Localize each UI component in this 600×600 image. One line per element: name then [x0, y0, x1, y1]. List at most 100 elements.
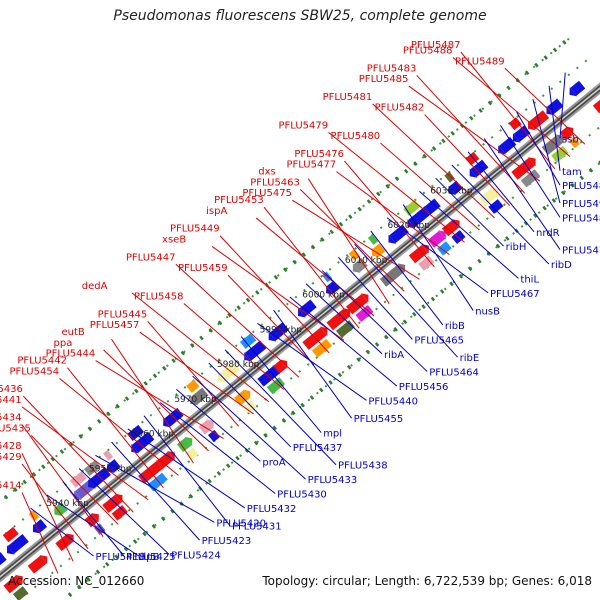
forward-gene-label[interactable]: PFLU5477	[286, 160, 336, 171]
forward-gene-label[interactable]: PFLU5453	[214, 195, 264, 206]
leader-line	[532, 98, 561, 204]
forward-gene-label[interactable]: PFLU5414	[0, 480, 22, 491]
reverse-gene-label[interactable]: ribD	[551, 260, 572, 271]
leader-line	[299, 189, 405, 292]
forward-gene-label[interactable]: PFLU5428	[0, 441, 22, 452]
accession-text: Accession: NC_012660	[8, 574, 145, 588]
leader-line	[183, 303, 285, 390]
reverse-gene-label[interactable]: ssb	[562, 135, 579, 146]
reverse-gene-label[interactable]: PFLU5430	[277, 490, 327, 501]
forward-gene-label[interactable]: PFLU5447	[126, 252, 176, 263]
forward-gene-label[interactable]: PFLU5442	[17, 356, 67, 367]
reverse-gene-label[interactable]: PFLU5456	[399, 382, 449, 393]
forward-gene-label[interactable]: PFLU5480	[331, 131, 381, 142]
reverse-gene-label[interactable]: ribE	[460, 353, 480, 364]
forward-gene-label[interactable]: PFLU5488	[403, 46, 453, 57]
forward-gene-label[interactable]: PFLU5485	[359, 74, 409, 85]
reverse-gene-label[interactable]: PFLU5484	[562, 213, 600, 224]
leader-line	[354, 243, 458, 358]
leader-line	[21, 463, 89, 550]
forward-gene-label[interactable]: PFLU5429	[0, 452, 22, 463]
reverse-gene-label[interactable]: PFLU5432	[247, 504, 297, 515]
forward-strand-labels: PFLU5489PFLU5488PFLU5487PFLU5485PFLU5483…	[0, 40, 505, 491]
reverse-gene-label[interactable]: PFLU5425	[126, 552, 176, 563]
forward-gene-label[interactable]: PFLU5436	[0, 384, 23, 395]
forward-gene-label[interactable]: PFLU5445	[98, 309, 148, 320]
leader-line	[386, 217, 489, 294]
forward-gene-label[interactable]: xseB	[162, 234, 186, 245]
leader-line	[59, 377, 179, 476]
reverse-gene-label[interactable]: thiL	[520, 274, 539, 285]
leader-line	[131, 292, 270, 403]
reverse-gene-label[interactable]: lipB	[141, 552, 160, 563]
forward-gene-label[interactable]: PFLU5457	[90, 320, 140, 331]
gene-features	[0, 80, 600, 600]
leader-line	[21, 424, 104, 537]
leader-line	[21, 406, 149, 501]
forward-gene-label[interactable]: PFLU5441	[0, 395, 22, 406]
leader-line	[408, 85, 541, 182]
reverse-gene-label[interactable]: PFLU5420	[216, 518, 266, 529]
forward-gene-label[interactable]: PFLU5444	[46, 349, 96, 360]
reverse-gene-label[interactable]: PFLU5418	[96, 552, 146, 563]
kbp-tick-label: 5970 kbp	[174, 395, 217, 405]
reverse-gene-label[interactable]: tam	[562, 167, 582, 178]
leader-line	[159, 402, 276, 494]
reverse-gene-label[interactable]: PFLU5424	[171, 551, 221, 562]
kbp-tick-label: 6010 kbp	[345, 256, 388, 266]
reverse-gene-label[interactable]: PFLU5440	[368, 396, 418, 407]
reverse-gene-label[interactable]: PFLU5423	[202, 536, 252, 547]
reverse-gene-label[interactable]: nusB	[475, 307, 500, 318]
reverse-gene-label[interactable]: ribH	[506, 242, 527, 253]
reverse-gene-label[interactable]: PFLU5455	[354, 414, 404, 425]
forward-gene-label[interactable]: eutB	[61, 327, 84, 338]
reverse-gene-label[interactable]: nrdR	[536, 228, 560, 239]
forward-gene-label[interactable]: PFLU5483	[367, 63, 417, 74]
reverse-gene-label[interactable]: ribB	[445, 321, 465, 332]
forward-gene-label[interactable]: PFLU5449	[170, 224, 220, 235]
reverse-gene-label[interactable]: PFLU5465	[414, 335, 464, 346]
forward-gene-label[interactable]: PFLU5434	[0, 413, 22, 424]
leader-line	[402, 204, 474, 311]
leader-line	[338, 257, 413, 340]
reverse-gene-label[interactable]: PFLU5486	[562, 181, 600, 192]
kbp-tick-label: 6000 kbp	[302, 291, 345, 301]
leader-line	[62, 481, 125, 557]
leader-line	[548, 85, 561, 171]
leader-line	[344, 160, 435, 268]
reverse-gene-label[interactable]: PFLU5478	[562, 246, 600, 257]
forward-gene-label[interactable]: PFLU5479	[279, 120, 329, 131]
forward-gene-label[interactable]: ispA	[206, 206, 227, 217]
leader-line	[263, 206, 360, 329]
forward-gene-label[interactable]: PFLU5454	[9, 366, 59, 377]
forward-gene-label[interactable]: PFLU5459	[178, 263, 228, 274]
reverse-gene-label[interactable]: ribA	[384, 350, 404, 361]
forward-gene-label[interactable]: PFLU5463	[250, 177, 300, 188]
forward-gene-label[interactable]: dedA	[82, 281, 108, 292]
reverse-gene-label[interactable]: PFLU5464	[429, 368, 479, 379]
forward-gene-label[interactable]: PFLU5487	[411, 40, 461, 51]
forward-gene-label[interactable]: dxs	[258, 167, 275, 178]
forward-gene-label[interactable]: PFLU5475	[242, 188, 292, 199]
reverse-gene-label[interactable]: PFLU5433	[308, 475, 358, 486]
reverse-gene-label[interactable]: PFLU5431	[232, 522, 282, 533]
forward-gene-label[interactable]: PFLU5458	[134, 292, 184, 303]
forward-gene-label[interactable]: PFLU5482	[375, 103, 425, 114]
kbp-tick-label: 5990 kbp	[260, 325, 303, 335]
reverse-gene-label[interactable]: PFLU5438	[338, 461, 388, 472]
forward-gene-label[interactable]: PFLU5489	[455, 56, 505, 67]
leader-line	[451, 164, 550, 265]
reverse-gene-label[interactable]: PFLU5437	[293, 443, 343, 454]
reverse-gene-label[interactable]: PFLU5467	[490, 289, 540, 300]
leader-line	[336, 171, 450, 256]
reverse-gene-label[interactable]: PFLU5490	[562, 199, 600, 210]
forward-gene-label[interactable]: PFLU5481	[323, 92, 373, 103]
forward-gene-label[interactable]: PFLU5435	[0, 423, 31, 434]
leader-line	[21, 452, 74, 562]
reverse-gene-label[interactable]: proA	[262, 457, 285, 468]
reverse-gene-label[interactable]: mpl	[323, 429, 342, 440]
forward-gene-label[interactable]: PFLU5476	[294, 149, 344, 160]
forward-gene-label[interactable]: ppa	[54, 338, 73, 349]
